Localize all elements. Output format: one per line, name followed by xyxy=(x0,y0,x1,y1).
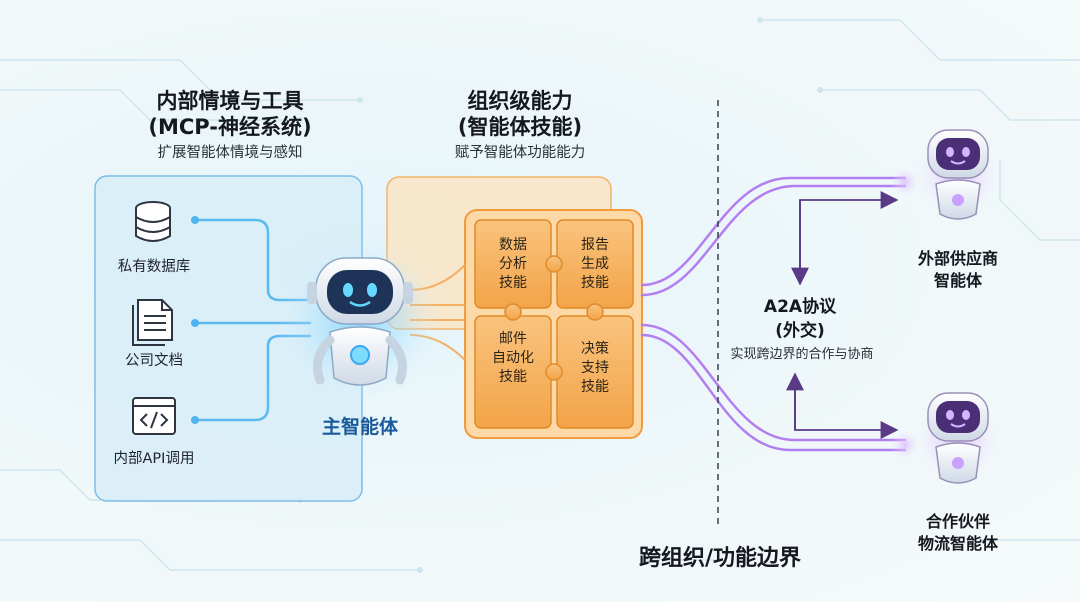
internal-title-line1: 内部情境与工具 xyxy=(156,89,304,113)
main-agent-robot xyxy=(278,238,442,402)
skills-subtitle: 赋予智能体功能能力 xyxy=(454,145,586,161)
external-robot-1 xyxy=(916,129,1000,220)
document-icon xyxy=(132,299,173,346)
external-agent-2-line1: 合作伙伴 xyxy=(925,512,990,531)
skills-title-line2: (智能体技能) xyxy=(457,115,583,139)
main-agent-label: 主智能体 xyxy=(321,416,398,438)
a2a-arrows xyxy=(786,191,899,439)
skills-title-line1: 组织级能力 xyxy=(467,89,573,113)
external-agent-2-line2: 物流智能体 xyxy=(917,534,998,553)
tool-label-api: 内部API调用 xyxy=(113,451,195,467)
tool-label-documents: 公司文档 xyxy=(125,353,183,369)
skill-piece-data-analysis: 数据 分析 技能 xyxy=(499,237,527,291)
a2a-subtitle: 实现跨边界的合作与协商 xyxy=(730,347,874,362)
a2a-connections xyxy=(640,176,907,452)
a2a-title-line2: (外交) xyxy=(775,321,825,341)
skill-piece-report: 报告 生成 技能 xyxy=(581,237,609,291)
external-agent-1-line1: 外部供应商 xyxy=(917,249,998,268)
a2a-title-line1: A2A协议 xyxy=(763,297,837,317)
database-icon xyxy=(135,201,171,242)
code-window-icon xyxy=(132,397,176,435)
external-robot-2 xyxy=(916,392,1000,484)
external-agent-1-line2: 智能体 xyxy=(933,271,982,290)
internal-title-line2: (MCP-神经系统) xyxy=(148,115,312,139)
boundary-label: 跨组织/功能边界 xyxy=(638,546,802,571)
skill-puzzle xyxy=(474,219,634,429)
skill-piece-email: 邮件 自动化 技能 xyxy=(492,331,534,385)
internal-subtitle: 扩展智能体情境与感知 xyxy=(157,145,303,161)
tool-label-database: 私有数据库 xyxy=(117,259,191,275)
skill-piece-decision: 决策 支持 技能 xyxy=(581,341,609,395)
